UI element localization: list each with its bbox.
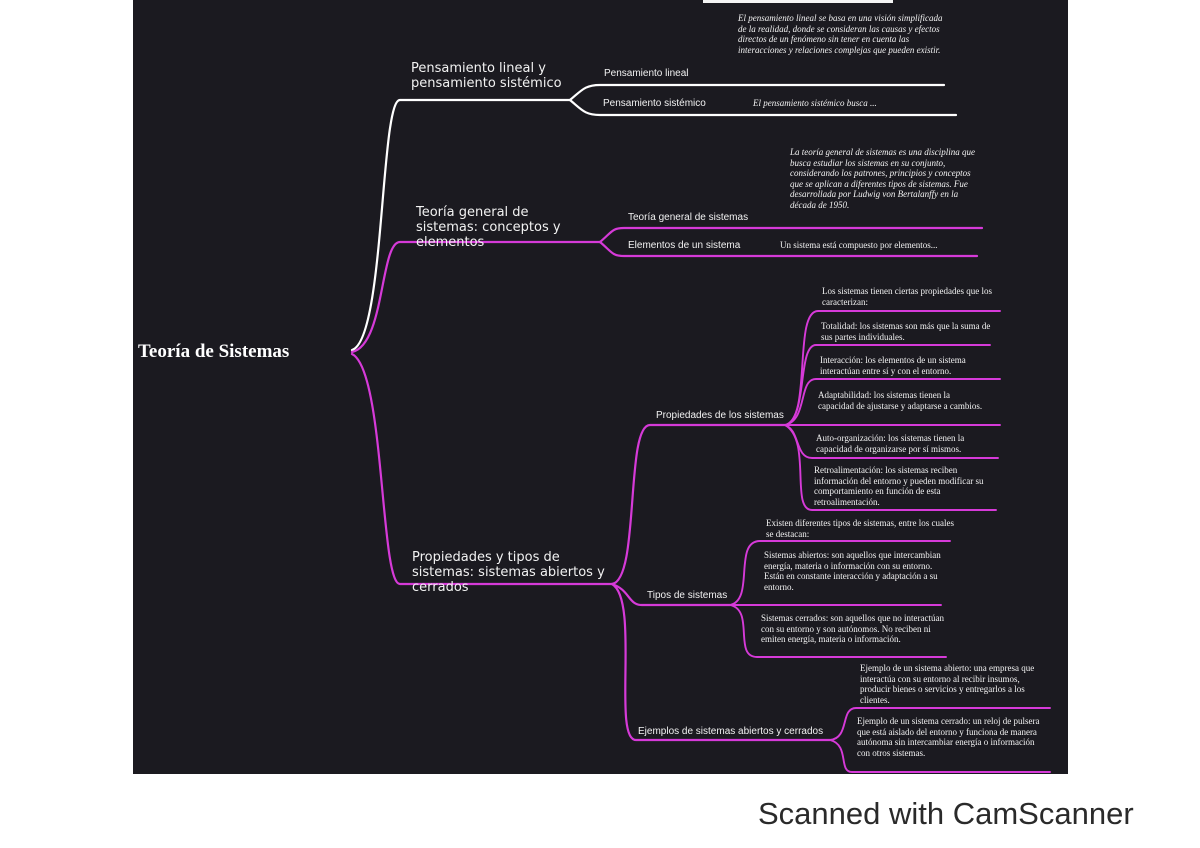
connector-b1-c2 xyxy=(568,98,958,117)
branch-title-pensamiento: Pensamiento lineal y pensamiento sistémi… xyxy=(411,61,562,91)
leaf-ejemplo-abierto: Ejemplo de un sistema abierto: una empre… xyxy=(860,663,1035,705)
branch-title-propiedades-tipos: Propiedades y tipos de sistemas: sistema… xyxy=(412,550,605,595)
connector-b2-c2 xyxy=(598,240,979,258)
leaf-elementos-sistema: Un sistema está compuesto por elementos.… xyxy=(780,240,938,250)
connector-ej-2 xyxy=(829,739,1051,773)
connector-props-2 xyxy=(784,344,991,426)
leaf-propiedades-intro: Los sistemas tienen ciertas propiedades … xyxy=(822,286,992,307)
node-teoria-general: Teoría general de sistemas xyxy=(628,212,749,223)
connector-ej-1 xyxy=(829,707,1051,741)
root-topic: Teoría de Sistemas xyxy=(138,341,290,362)
connector-b1-c1 xyxy=(568,83,946,102)
connector-b3-c1 xyxy=(610,423,787,586)
connector-props-3 xyxy=(784,378,1001,426)
node-elementos-sistema: Elementos de un sistema xyxy=(628,240,741,251)
connector-root-b1 xyxy=(350,98,572,352)
connector-props-6 xyxy=(784,424,997,511)
leaf-ejemplo-cerrado: Ejemplo de un sistema cerrado: un reloj … xyxy=(857,716,1040,758)
node-propiedades: Propiedades de los sistemas xyxy=(656,410,784,421)
leaf-totalidad: Totalidad: los sistemas son más que la s… xyxy=(821,321,991,342)
leaf-sistemas-cerrados: Sistemas cerrados: son aquellos que no i… xyxy=(761,613,944,644)
scanner-watermark: Scanned with CamScanner xyxy=(758,796,1134,831)
connector-b3-c2 xyxy=(610,582,732,607)
node-tipos: Tipos de sistemas xyxy=(647,590,728,601)
node-ejemplos: Ejemplos de sistemas abiertos y cerrados xyxy=(638,726,824,737)
connector-b3-c3 xyxy=(610,582,832,742)
leaf-auto-organizacion: Auto-organización: los sistemas tienen l… xyxy=(816,433,965,454)
connector-root-b3 xyxy=(350,352,614,586)
connector-root-b2 xyxy=(350,240,602,354)
leaf-pensamiento-sistemico: El pensamiento sistémico busca ... xyxy=(753,98,877,108)
connector-tipos-1 xyxy=(729,540,951,606)
branch-title-teoria-general: Teoría general de sistemas: conceptos y … xyxy=(416,205,561,250)
top-edge-strip xyxy=(703,0,893,3)
leaf-pensamiento-lineal: El pensamiento lineal se basa en una vis… xyxy=(738,13,943,55)
leaf-tipos-intro: Existen diferentes tipos de sistemas, en… xyxy=(766,518,954,539)
leaf-sistemas-abiertos: Sistemas abiertos: son aquellos que inte… xyxy=(764,550,941,592)
leaf-teoria-general: La teoría general de sistemas es una dis… xyxy=(790,147,975,210)
connector-b2-c1 xyxy=(598,226,984,244)
leaf-interaccion: Interacción: los elementos de un sistema… xyxy=(820,355,966,376)
node-pensamiento-lineal: Pensamiento lineal xyxy=(604,68,689,79)
leaf-adaptabilidad: Adaptabilidad: los sistemas tienen la ca… xyxy=(818,390,983,411)
node-pensamiento-sistemico: Pensamiento sistémico xyxy=(603,98,706,109)
mind-map-canvas xyxy=(133,0,1068,774)
leaf-retroalimentacion: Retroalimentación: los sistemas reciben … xyxy=(814,465,984,507)
connector-tipos-3 xyxy=(729,604,947,658)
